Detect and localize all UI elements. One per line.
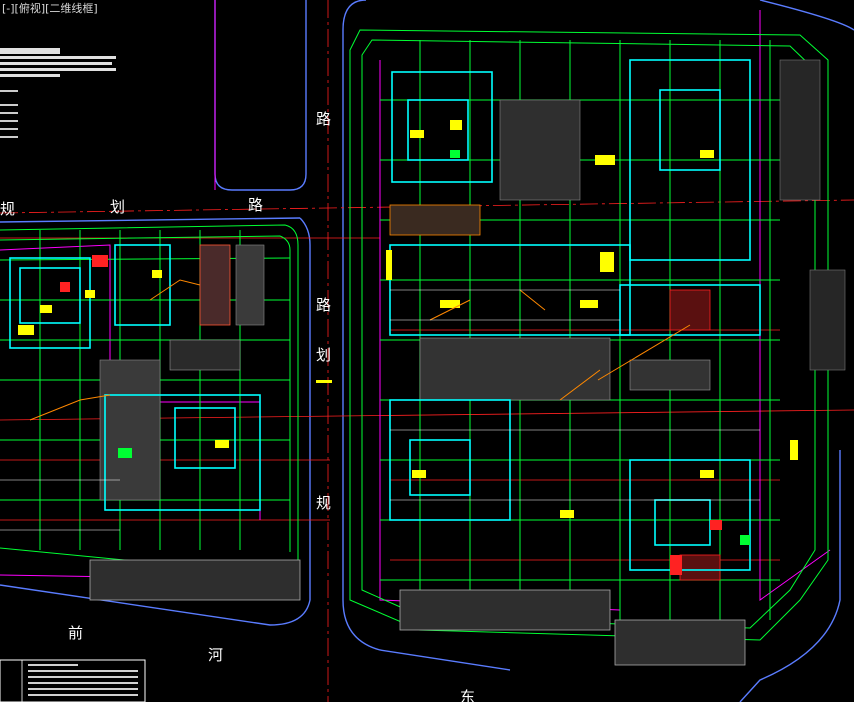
legend-text-block bbox=[0, 48, 116, 138]
road-label-mid-hua: 划 bbox=[316, 346, 331, 364]
right-site-hatch bbox=[389, 59, 846, 666]
road-label-bottom-qian: 前 bbox=[68, 624, 83, 642]
road-label-mid-gui: 规 bbox=[316, 494, 331, 512]
yellow-annotations bbox=[18, 120, 798, 518]
right-site-linework bbox=[349, 29, 829, 641]
road-label-left-hua: 划 bbox=[110, 198, 125, 216]
orange-linework bbox=[29, 279, 691, 421]
red-fill-details bbox=[60, 255, 722, 575]
road-label-mid-lu: 路 bbox=[316, 296, 331, 314]
title-block bbox=[0, 659, 146, 702]
road-label-top-right-lu: 路 bbox=[316, 110, 331, 128]
left-site-hatch bbox=[89, 244, 301, 601]
road-label-bottom-dong: 东 bbox=[460, 688, 475, 702]
viewport-control-label[interactable]: [-][俯视][二维线框] bbox=[2, 2, 98, 15]
green-fill-details bbox=[118, 150, 750, 545]
left-site-buildings bbox=[9, 244, 261, 511]
misc-linework bbox=[0, 289, 760, 531]
road-label-bottom-he: 河 bbox=[208, 646, 223, 664]
road-label-left-gui: 规 bbox=[0, 200, 15, 218]
right-site-buildings bbox=[389, 59, 761, 571]
road-label-left-lu: 路 bbox=[248, 196, 263, 214]
